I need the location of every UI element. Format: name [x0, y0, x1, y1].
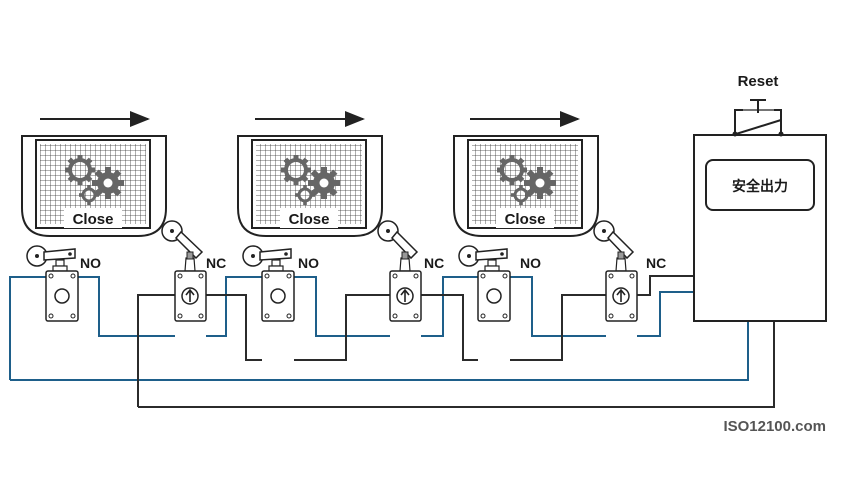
guard-status-label-3: Close [505, 211, 546, 228]
dark-wire-return [138, 322, 775, 408]
watermark: ISO12100.com [723, 418, 826, 435]
switch-label-5: NO [520, 255, 541, 271]
guard-status-label-2: Close [289, 211, 330, 228]
blue-wire-series [9, 276, 694, 380]
safety-output-label: 安全出力 [732, 178, 788, 195]
limit-switch-nc-2: NC [377, 220, 444, 322]
limit-switch-nc-3: NC [593, 220, 666, 322]
blue-wire-return [10, 322, 749, 381]
switch-label-6: NC [646, 255, 666, 271]
machine-guard-1: Close [21, 111, 167, 237]
limit-switch-nc-1: NC [161, 220, 226, 322]
limit-switch-no-1: NO [26, 245, 101, 322]
switch-label-2: NC [206, 255, 226, 271]
limit-switch-no-3: NO [458, 245, 541, 322]
machine-guard-2: Close [237, 111, 383, 237]
limit-switch-no-2: NO [242, 245, 319, 322]
reset-label: Reset [738, 73, 779, 90]
switch-label-3: NO [298, 255, 319, 271]
guard-status-label-1: Close [73, 211, 114, 228]
safety-controller: 安全出力 [693, 134, 827, 322]
switch-label-4: NC [424, 255, 444, 271]
dark-wire-series [137, 275, 694, 407]
switch-label-1: NO [80, 255, 101, 271]
machine-guard-3: Close [453, 111, 599, 237]
reset-switch: Reset [732, 73, 784, 137]
safety-output-box [705, 159, 815, 211]
